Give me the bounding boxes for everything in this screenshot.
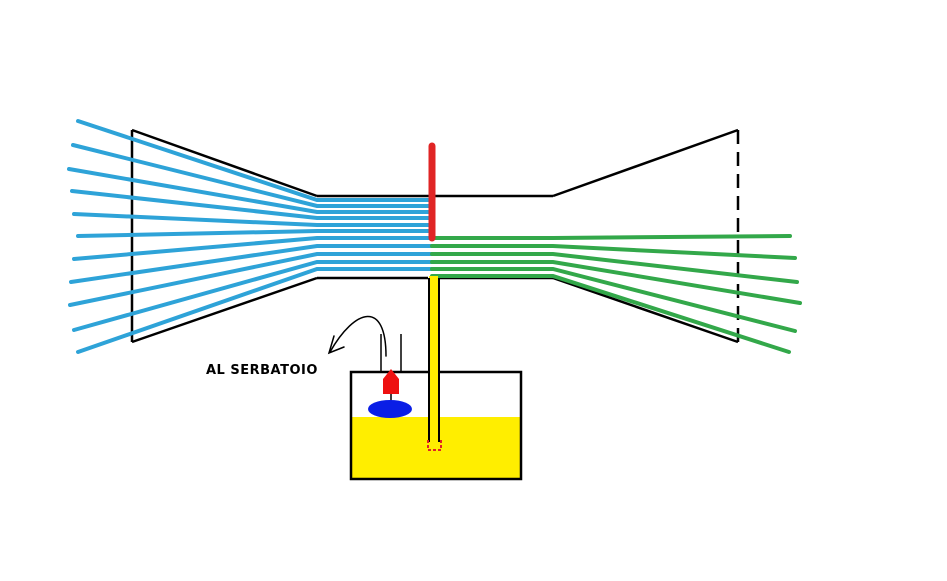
float-valve-assembly bbox=[368, 334, 412, 418]
mixture-flow-line bbox=[430, 244, 797, 260]
air-flow-line bbox=[72, 236, 434, 261]
fuel-in-tube bbox=[429, 276, 438, 446]
needle-valve bbox=[383, 369, 399, 394]
fuel-jet-tube bbox=[427, 276, 442, 451]
air-flow-line bbox=[68, 252, 434, 307]
float bbox=[368, 400, 412, 418]
tank-outlet-label: AL SERBATOIO bbox=[206, 363, 318, 378]
air-flow-line bbox=[76, 229, 434, 238]
air-flow-line bbox=[76, 119, 434, 202]
mixture-flow-line bbox=[430, 234, 792, 240]
air-flow-line bbox=[72, 212, 434, 227]
air-flow-line bbox=[72, 260, 434, 332]
outlet-top-wall bbox=[552, 128, 739, 198]
air-flow-line bbox=[76, 267, 434, 354]
inlet-top-wall bbox=[131, 128, 318, 198]
air-flow-line bbox=[71, 143, 434, 208]
air-flow-line bbox=[70, 189, 434, 220]
air-flow-line bbox=[69, 244, 434, 284]
outlet-bottom-wall bbox=[552, 276, 739, 344]
curved-arrow-icon bbox=[327, 315, 387, 357]
mixture-flow-line bbox=[430, 267, 797, 333]
mixture-flow-line bbox=[430, 274, 791, 354]
mixture-flow-line bbox=[430, 252, 799, 284]
air-flow-line bbox=[67, 167, 434, 214]
inlet-air-flow bbox=[67, 119, 434, 354]
jet-nozzle bbox=[427, 440, 442, 451]
mixture-flow-line bbox=[430, 260, 802, 305]
outlet-mixture-flow bbox=[430, 234, 802, 354]
inlet-bottom-wall bbox=[131, 276, 318, 344]
